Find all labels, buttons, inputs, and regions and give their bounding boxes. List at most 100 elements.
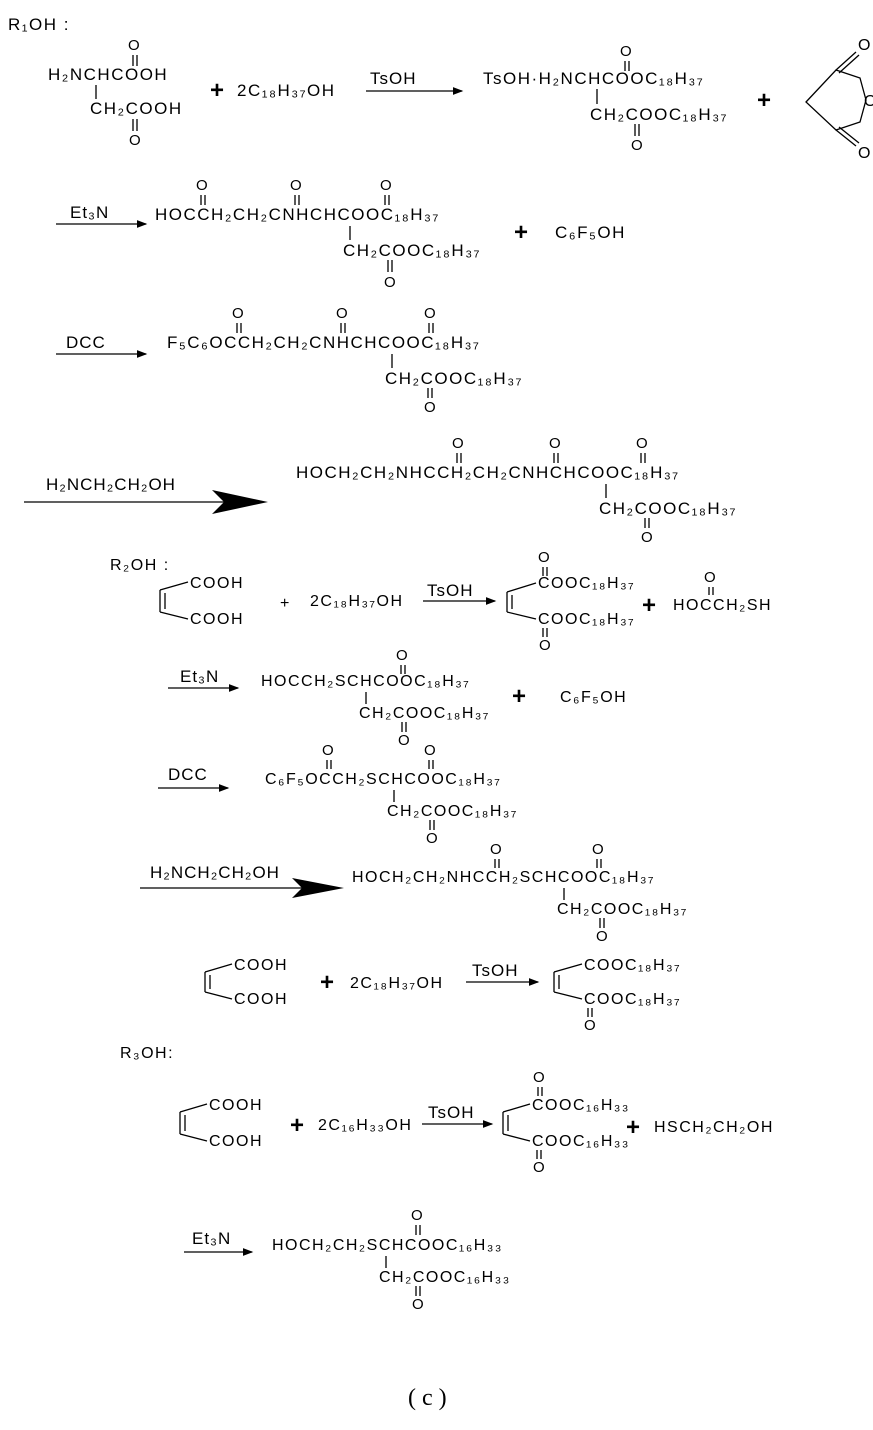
reagent-tsoh: TsOH — [427, 581, 474, 600]
maleic-cooh-top: COOH — [209, 1097, 263, 1114]
carbonyl-o: O — [196, 177, 209, 194]
alkene-bond — [502, 1103, 531, 1113]
carbonyl-bond — [838, 54, 860, 74]
alkene-bond — [506, 611, 537, 620]
r2-product-bottom: CH₂COOC₁₈H₃₇ — [557, 901, 688, 918]
plus-sign: + — [642, 592, 656, 619]
plus-sign: + — [626, 1114, 640, 1141]
alkene-bond — [159, 611, 189, 620]
stearyl-alcohol: 2C₁₈H₃₇OH — [237, 81, 336, 100]
thioether-active-ester-top: C₆F₅OCCH₂SCHCOOC₁₈H₃₇ — [265, 771, 501, 788]
r1-product-bottom: CH₂COOC₁₈H₃₇ — [599, 499, 737, 518]
carbonyl-o: O — [596, 928, 609, 945]
plus-sign: + — [514, 219, 528, 246]
thioether-acid-top: HOCCH₂SCHCOOC₁₈H₃₇ — [261, 673, 470, 690]
carbonyl-o: O — [426, 830, 439, 847]
aspartic-acid-top: H₂NCHCOOH — [48, 65, 168, 84]
carbonyl-o: O — [704, 569, 717, 586]
cetyl-maleate-bottom: COOC₁₆H₃₃ — [532, 1133, 630, 1150]
alkene-bond — [553, 963, 583, 973]
carbonyl-o: O — [336, 305, 349, 322]
tsoh-diester-top: TsOH·H₂NCHCOOC₁₈H₃₇ — [483, 69, 704, 88]
alkene-bond — [502, 1133, 531, 1142]
r1-product-top: HOCH₂CH₂NHCCH₂CH₂CNHCHCOOC₁₈H₃₇ — [296, 463, 680, 482]
thioether-acid-bottom: CH₂COOC₁₈H₃₇ — [359, 705, 490, 722]
reaction-arrowhead — [212, 490, 268, 514]
plus-sign: + — [210, 77, 224, 104]
active-ester-bottom: CH₂COOC₁₈H₃₇ — [385, 369, 523, 388]
maleate-ester-bottom: COOC₁₈H₃₇ — [584, 991, 681, 1008]
reagent-tsoh: TsOH — [472, 961, 519, 980]
maleic-cooh-top: COOH — [190, 575, 244, 592]
plus-sign: + — [320, 969, 334, 996]
carbonyl-o: O — [592, 841, 605, 858]
maleic-cooh-top: COOH — [234, 957, 288, 974]
reagent-dcc: DCC — [168, 765, 208, 784]
alkene-bond — [204, 963, 233, 973]
pentafluorophenol: C₆F₅OH — [560, 689, 627, 706]
carbonyl-bond — [835, 51, 857, 71]
carbonyl-o: O — [641, 529, 654, 546]
carbonyl-o: O — [620, 43, 633, 60]
carbonyl-o: O — [384, 274, 397, 291]
carbonyl-o: O — [380, 177, 393, 194]
acid-amide-top: HOCCH₂CH₂CNHCHCOOC₁₈H₃₇ — [155, 205, 440, 224]
section-label-r2: R₂OH : — [110, 557, 170, 574]
reagent-et3n: Et₃N — [70, 203, 109, 222]
cetyl-maleate-top: COOC₁₆H₃₃ — [532, 1097, 630, 1114]
maleate-ester-bottom: COOC₁₈H₃₇ — [538, 611, 635, 628]
carbonyl-o: O — [533, 1069, 546, 1086]
alkene-bond — [179, 1103, 208, 1113]
r2-product-top: HOCH₂CH₂NHCCH₂SCHCOOC₁₈H₃₇ — [352, 869, 655, 886]
mercaptoethanol: HSCH₂CH₂OH — [654, 1119, 774, 1136]
active-ester-top: F₅C₆OCCH₂CH₂CNHCHCOOC₁₈H₃₇ — [167, 333, 480, 352]
carbonyl-o: O — [290, 177, 303, 194]
carbonyl-o: O — [636, 435, 649, 452]
carbonyl-o: O — [411, 1207, 424, 1224]
tsoh-diester-bottom: CH₂COOC₁₈H₃₇ — [590, 105, 728, 124]
stearyl-alcohol: 2C₁₈H₃₇OH — [350, 975, 444, 992]
plus-sign: + — [280, 595, 291, 612]
succinic-anhydride-ring — [805, 69, 867, 131]
anhydride-o: O — [858, 145, 872, 162]
carbonyl-o: O — [631, 137, 644, 154]
plus-sign: + — [757, 87, 771, 114]
carbonyl-o: O — [584, 1017, 597, 1034]
carbonyl-o: O — [424, 742, 437, 759]
maleic-cooh-bottom: COOH — [234, 991, 288, 1008]
carbonyl-o: O — [538, 549, 551, 566]
maleate-ester-top: COOC₁₈H₃₇ — [538, 575, 635, 592]
reagent-ethanolamine: H₂NCH₂CH₂OH — [46, 475, 176, 494]
reagent-et3n: Et₃N — [192, 1229, 231, 1248]
reagent-tsoh: TsOH — [428, 1103, 475, 1122]
cetyl-alcohol: 2C₁₆H₃₃OH — [318, 1117, 412, 1134]
carbonyl-o: O — [490, 841, 503, 858]
anhydride-ring-o: O — [864, 93, 873, 110]
reagent-et3n: Et₃N — [180, 667, 219, 686]
carbonyl-o: O — [128, 37, 141, 54]
reagent-tsoh: TsOH — [370, 69, 417, 88]
carbonyl-o: O — [533, 1159, 546, 1176]
pentafluorophenol: C₆F₅OH — [555, 223, 626, 242]
carbonyl-o: O — [396, 647, 409, 664]
maleic-cooh-bottom: COOH — [190, 611, 244, 628]
thioether-active-ester-bottom: CH₂COOC₁₈H₃₇ — [387, 803, 518, 820]
maleic-cooh-bottom: COOH — [209, 1133, 263, 1150]
anhydride-o: O — [858, 37, 872, 54]
reagent-ethanolamine: H₂NCH₂CH₂OH — [150, 863, 280, 882]
alkene-bond — [159, 581, 189, 591]
carbonyl-o: O — [398, 732, 411, 749]
aspartic-acid-bottom: CH₂COOH — [90, 99, 183, 118]
r3-product-top: HOCH₂CH₂SCHCOOC₁₆H₃₃ — [272, 1237, 503, 1254]
carbonyl-o: O — [424, 399, 437, 416]
carbonyl-o: O — [549, 435, 562, 452]
carbonyl-o: O — [322, 742, 335, 759]
carbonyl-o: O — [424, 305, 437, 322]
reagent-dcc: DCC — [66, 333, 106, 352]
alkene-bond — [506, 582, 537, 593]
section-label-r1: R₁OH : — [8, 15, 70, 34]
plus-sign: + — [512, 683, 526, 710]
r3-product-bottom: CH₂COOC₁₆H₃₃ — [379, 1269, 511, 1286]
